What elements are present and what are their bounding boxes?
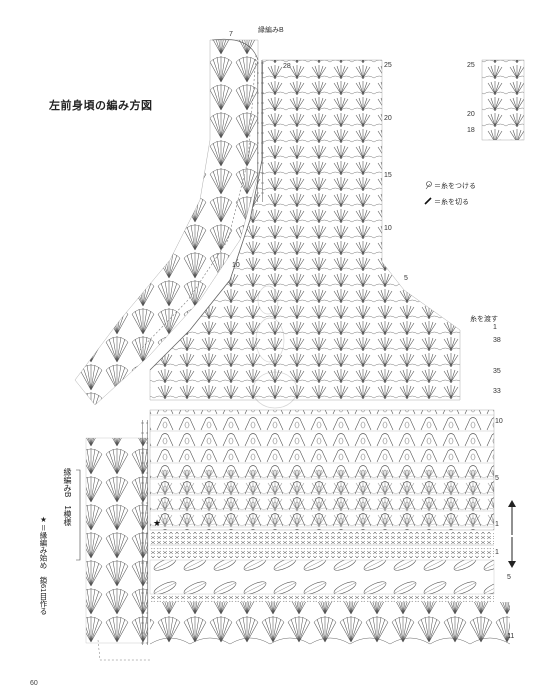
row-number: 5 bbox=[495, 475, 499, 482]
row-number: 20 bbox=[384, 115, 392, 122]
row-number: 5 bbox=[507, 574, 511, 581]
sample-row-number: 20 bbox=[467, 111, 475, 118]
row-number: 25 bbox=[384, 62, 392, 69]
bottom-fans bbox=[149, 602, 511, 645]
pass-yarn-label: 糸を渡す bbox=[470, 316, 498, 323]
row-number: 1 bbox=[493, 324, 497, 331]
diagram-title: 左前身頃の編み方図 bbox=[49, 100, 153, 112]
page-number: 60 bbox=[30, 680, 38, 687]
stitch-count-28: 28 bbox=[283, 63, 291, 70]
row-number: 10 bbox=[495, 418, 503, 425]
left-edging-lower bbox=[85, 420, 150, 661]
row-number: 15 bbox=[384, 172, 392, 179]
sample-swatch bbox=[481, 59, 525, 141]
row-number: 1 bbox=[495, 549, 499, 556]
row-number: 38 bbox=[493, 337, 501, 344]
lower-body bbox=[149, 409, 495, 531]
row-number: 5 bbox=[404, 275, 408, 282]
row-number: 35 bbox=[493, 368, 501, 375]
leaf-border bbox=[149, 559, 495, 602]
edging-b-top-label: 縁編みB bbox=[258, 27, 284, 34]
legend-glyphs bbox=[424, 181, 432, 205]
edging-b-repeat-label: 縁編みB 1模様 bbox=[63, 468, 72, 526]
stitch-count-7: 7 bbox=[229, 31, 233, 38]
chain-rows bbox=[150, 532, 494, 558]
inner-count-10: 10 bbox=[232, 262, 240, 269]
sample-row-number: 18 bbox=[467, 127, 475, 134]
legend-cut-yarn: ＝糸を切る bbox=[434, 199, 469, 206]
center-motif bbox=[252, 285, 298, 409]
upper-body bbox=[149, 59, 461, 401]
row-number: 33 bbox=[493, 388, 501, 395]
edging-fans-diagonal bbox=[74, 38, 259, 406]
range-arrows bbox=[508, 500, 516, 568]
star-note-label: ★＝縁編み始め 鎖61目作る bbox=[39, 515, 48, 615]
row-number: 11 bbox=[507, 633, 515, 640]
row-number: 10 bbox=[384, 225, 392, 232]
sample-row-number: 25 bbox=[467, 62, 475, 69]
row-number: 1 bbox=[495, 521, 499, 528]
star-marker: ★ bbox=[153, 519, 161, 529]
legend-attach-yarn: ＝糸をつける bbox=[434, 183, 476, 190]
svg-text:★: ★ bbox=[153, 519, 161, 529]
